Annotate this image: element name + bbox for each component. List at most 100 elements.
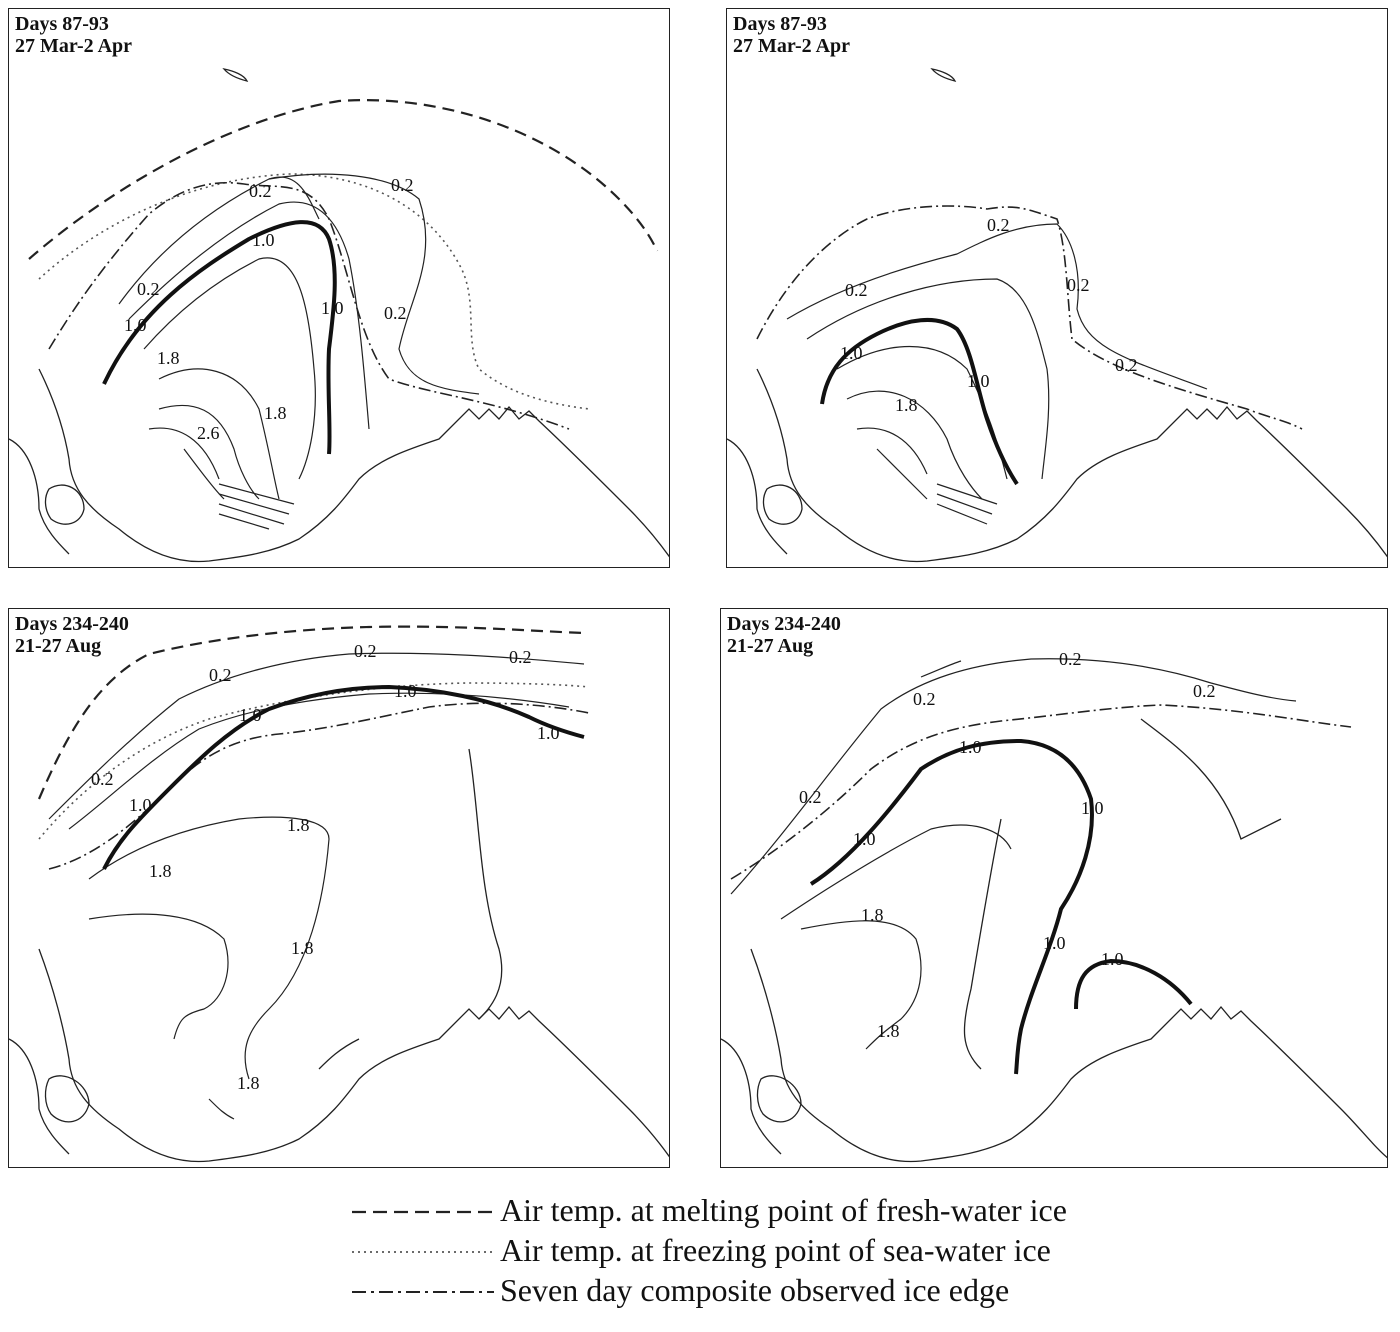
contour-label: 1.0 bbox=[239, 705, 262, 725]
contour-label: 1.0 bbox=[321, 298, 344, 318]
isoline-0.2 bbox=[730, 658, 1297, 895]
map-canvas: 0.2 0.2 0.2 1.0 1.0 1.0 0.2 1.0 1.8 1.8 … bbox=[9, 625, 669, 1163]
island bbox=[756, 1075, 802, 1123]
panel-title-days: Days 87-93 bbox=[733, 13, 827, 35]
isoline bbox=[936, 493, 993, 515]
isoline-1.0-bold bbox=[820, 317, 1019, 486]
isoline-1.0-bold bbox=[102, 220, 337, 455]
isoline bbox=[148, 427, 220, 480]
contour-label: 1.0 bbox=[124, 315, 147, 335]
isoline bbox=[208, 1098, 235, 1120]
coastline bbox=[963, 818, 1002, 1070]
isoline bbox=[920, 660, 962, 678]
panel-title-dates: 27 Mar-2 Apr bbox=[733, 35, 851, 57]
contour-label: 0.2 bbox=[987, 215, 1010, 235]
panel-title: Days 234-240 21-27 Aug bbox=[727, 613, 841, 657]
island bbox=[44, 484, 85, 525]
legend-label: Air temp. at freezing point of sea-water… bbox=[500, 1232, 1051, 1268]
map-panel-bottom-right: Days 234-240 21-27 Aug 0.2 0.2 0.2 1.0 1… bbox=[720, 608, 1388, 1168]
sea-water-ice-line bbox=[38, 173, 590, 410]
contour-label: 1.0 bbox=[1043, 933, 1066, 953]
contour-label: 0.2 bbox=[91, 769, 114, 789]
contour-label: 1.0 bbox=[1081, 798, 1104, 818]
contour-label: 1.0 bbox=[129, 795, 152, 815]
map-canvas: 0.2 0.2 0.2 1.0 1.0 1.0 1.0 1.0 0.2 1.8 … bbox=[721, 649, 1387, 1163]
map-panel-top-right: Days 87-93 27 Mar-2 Apr 0.2 0.2 0.2 1.0 bbox=[726, 8, 1388, 568]
isoline-1.0-bold bbox=[102, 684, 585, 870]
contour-label: 1.0 bbox=[252, 230, 275, 250]
coastline bbox=[750, 948, 1387, 1163]
contour-label: 2.6 bbox=[197, 423, 220, 443]
coastline bbox=[9, 438, 70, 555]
observed-ice-edge bbox=[48, 702, 590, 870]
contour-label: 1.8 bbox=[264, 403, 287, 423]
coastline bbox=[318, 1038, 360, 1070]
isoline bbox=[856, 427, 928, 475]
coastline bbox=[721, 1038, 782, 1155]
island bbox=[44, 1075, 90, 1123]
coastline bbox=[38, 948, 669, 1163]
contour-label: 0.2 bbox=[391, 175, 414, 195]
contour-label: 0.2 bbox=[913, 689, 936, 709]
isoline-0.2 bbox=[268, 173, 480, 395]
fresh-water-ice-line bbox=[28, 99, 659, 260]
observed-ice-edge bbox=[48, 181, 570, 430]
panel-title-days: Days 87-93 bbox=[15, 13, 109, 35]
sea-water-ice-line bbox=[38, 682, 590, 840]
contour-label: 0.2 bbox=[1193, 681, 1216, 701]
contour-label: 1.8 bbox=[287, 815, 310, 835]
isoline-1.0-bold bbox=[809, 738, 1094, 1075]
contour-label: 1.8 bbox=[149, 861, 172, 881]
coastline bbox=[727, 438, 788, 555]
island bbox=[222, 68, 249, 82]
contour-label: 0.2 bbox=[1059, 649, 1082, 669]
isoline-0.2 bbox=[118, 176, 320, 305]
isoline bbox=[218, 503, 285, 525]
contour-label: 1.0 bbox=[853, 829, 876, 849]
isoline bbox=[143, 257, 316, 480]
contour-label: 0.2 bbox=[799, 787, 822, 807]
contour-label: 1.8 bbox=[895, 395, 918, 415]
observed-ice-edge bbox=[756, 205, 1303, 430]
contour-label: 1.0 bbox=[959, 737, 982, 757]
isoline-0.2 bbox=[68, 692, 570, 830]
contour-label: 0.2 bbox=[509, 647, 532, 667]
coastline bbox=[468, 748, 503, 1020]
isoline bbox=[806, 278, 1050, 480]
isoline bbox=[936, 503, 988, 525]
contour-label: 1.0 bbox=[1101, 949, 1124, 969]
isoline bbox=[183, 448, 225, 500]
panel-title-dates: 27 Mar-2 Apr bbox=[15, 35, 133, 57]
coastline bbox=[9, 1038, 70, 1155]
contour-label: 1.8 bbox=[877, 1021, 900, 1041]
map-canvas: 0.2 0.2 1.0 0.2 1.0 1.8 2.6 1.8 1.0 0.2 bbox=[9, 68, 669, 563]
contour-label: 1.8 bbox=[861, 905, 884, 925]
isoline-1.0-bold bbox=[1074, 958, 1193, 1010]
contour-label: 1.0 bbox=[967, 371, 990, 391]
contour-label: 1.0 bbox=[537, 723, 560, 743]
contour-label: 0.2 bbox=[209, 665, 232, 685]
contour-label: 0.2 bbox=[249, 181, 272, 201]
fresh-water-ice-line bbox=[37, 625, 585, 800]
isoline bbox=[936, 483, 998, 505]
contour-label: 0.2 bbox=[384, 303, 407, 323]
panel-title-dates: 21-27 Aug bbox=[727, 635, 814, 657]
panel-title-dates: 21-27 Aug bbox=[15, 635, 102, 657]
legend-label: Air temp. at melting point of fresh-wate… bbox=[500, 1192, 1067, 1228]
legend-label: Seven day composite observed ice edge bbox=[500, 1272, 1010, 1308]
isoline bbox=[218, 513, 270, 530]
isoline bbox=[128, 201, 370, 430]
isoline-0.2 bbox=[786, 223, 1208, 390]
isoline bbox=[846, 390, 983, 500]
isoline bbox=[836, 346, 1008, 480]
isoline-0.2 bbox=[48, 652, 585, 820]
contour-label: 1.8 bbox=[157, 348, 180, 368]
coastline bbox=[1140, 718, 1282, 840]
map-panel-bottom-left: Days 234-240 21-27 Aug 0.2 0.2 0.2 1.0 1… bbox=[8, 608, 670, 1168]
contour-label: 1.8 bbox=[237, 1073, 260, 1093]
isoline bbox=[218, 483, 295, 505]
isoline bbox=[800, 920, 922, 1050]
island bbox=[930, 68, 957, 82]
contour-label: 0.2 bbox=[137, 279, 160, 299]
isoline bbox=[780, 824, 1012, 920]
